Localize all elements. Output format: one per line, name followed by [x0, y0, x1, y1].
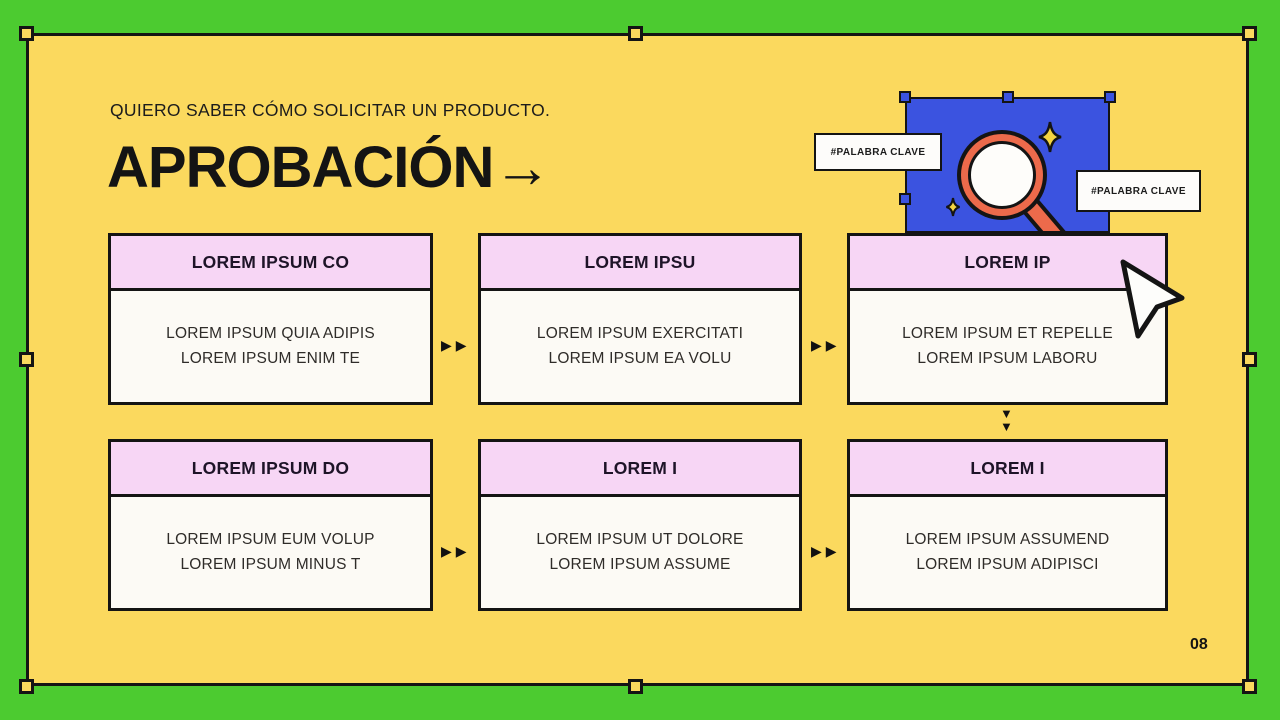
- page-number[interactable]: 08: [1190, 636, 1208, 653]
- selection-handle[interactable]: [1002, 91, 1014, 103]
- flow-box-body: LOREM IPSUM EUM VOLUP LOREM IPSUM MINUS …: [111, 497, 430, 608]
- selection-handle[interactable]: [1241, 25, 1257, 41]
- sparkle-icon: [946, 197, 960, 217]
- flow-box[interactable]: LOREM I LOREM IPSUM ASSUMEND LOREM IPSUM…: [847, 439, 1168, 611]
- flow-box[interactable]: LOREM IPSUM DO LOREM IPSUM EUM VOLUP LOR…: [108, 439, 433, 611]
- flow-arrow-right-icon[interactable]: ▶▶: [441, 543, 467, 559]
- flow-box-header: LOREM I: [481, 442, 799, 497]
- selection-handle[interactable]: [1241, 351, 1257, 367]
- flow-box-body: LOREM IPSUM EXERCITATI LOREM IPSUM EA VO…: [481, 291, 799, 402]
- magnifier-icon: [946, 121, 1066, 231]
- keyword-label[interactable]: #PALABRA CLAVE: [1076, 170, 1201, 212]
- flow-box-header: LOREM IPSUM DO: [111, 442, 430, 497]
- flow-box-text-line: LOREM IPSUM EA VOLU: [548, 350, 732, 367]
- flow-arrow-right-icon[interactable]: ▶▶: [811, 337, 837, 353]
- flow-box[interactable]: LOREM IPSU LOREM IPSUM EXERCITATI LOREM …: [478, 233, 802, 405]
- flow-box-header: LOREM IP: [850, 236, 1165, 291]
- flow-arrow-right-icon[interactable]: ▶▶: [441, 337, 467, 353]
- flow-box-text-line: LOREM IPSUM ASSUME: [549, 556, 731, 573]
- selection-handle[interactable]: [627, 678, 643, 694]
- keyword-label[interactable]: #PALABRA CLAVE: [814, 133, 942, 171]
- flow-arrow-down-icon[interactable]: ▼▼: [1000, 406, 1013, 434]
- slide-subtitle[interactable]: QUIERO SABER CÓMO SOLICITAR UN PRODUCTO.: [110, 100, 551, 120]
- selection-handle[interactable]: [18, 25, 34, 41]
- flow-box-header: LOREM IPSU: [481, 236, 799, 291]
- flow-box-body: LOREM IPSUM QUIA ADIPIS LOREM IPSUM ENIM…: [111, 291, 430, 402]
- selection-handle[interactable]: [18, 351, 34, 367]
- flow-arrow-right-icon[interactable]: ▶▶: [811, 543, 837, 559]
- selection-handle[interactable]: [18, 678, 34, 694]
- flow-box-text-line: LOREM IPSUM ASSUMEND: [905, 531, 1110, 548]
- selection-handle[interactable]: [1241, 678, 1257, 694]
- flow-box[interactable]: LOREM IPSUM CO LOREM IPSUM QUIA ADIPIS L…: [108, 233, 433, 405]
- flow-box-text-line: LOREM IPSUM UT DOLORE: [536, 531, 744, 548]
- flow-box-text-line: LOREM IPSUM EXERCITATI: [536, 325, 744, 342]
- flow-box-text-line: LOREM IPSUM MINUS T: [180, 556, 361, 573]
- cursor-arrow-icon: [1120, 259, 1185, 339]
- flow-box-text-line: LOREM IPSUM LABORU: [917, 350, 1098, 367]
- flow-box-header: LOREM I: [850, 442, 1165, 497]
- slide-title[interactable]: APROBACIÓN→: [107, 135, 551, 200]
- selection-handle[interactable]: [1104, 91, 1116, 103]
- flow-box-header: LOREM IPSUM CO: [111, 236, 430, 291]
- flow-box-body: LOREM IPSUM ASSUMEND LOREM IPSUM ADIPISC…: [850, 497, 1165, 608]
- flow-box-body: LOREM IPSUM UT DOLORE LOREM IPSUM ASSUME: [481, 497, 799, 608]
- flow-box-text-line: LOREM IPSUM QUIA ADIPIS: [166, 325, 375, 342]
- flow-box-text-line: LOREM IPSUM ADIPISCI: [916, 556, 1099, 573]
- selection-handle[interactable]: [627, 25, 643, 41]
- flow-box[interactable]: LOREM IP LOREM IPSUM ET REPELLE LOREM IP…: [847, 233, 1168, 405]
- flow-box-text-line: LOREM IPSUM ENIM TE: [180, 350, 361, 367]
- selection-handle[interactable]: [899, 91, 911, 103]
- flow-box-text-line: LOREM IPSUM ET REPELLE: [902, 325, 1113, 342]
- flow-box[interactable]: LOREM I LOREM IPSUM UT DOLORE LOREM IPSU…: [478, 439, 802, 611]
- flow-box-body: LOREM IPSUM ET REPELLE LOREM IPSUM LABOR…: [850, 291, 1165, 402]
- flow-box-text-line: LOREM IPSUM EUM VOLUP: [166, 531, 375, 548]
- keyword-illustration[interactable]: [905, 97, 1110, 233]
- sparkle-icon: [1038, 121, 1062, 153]
- selection-handle[interactable]: [899, 193, 911, 205]
